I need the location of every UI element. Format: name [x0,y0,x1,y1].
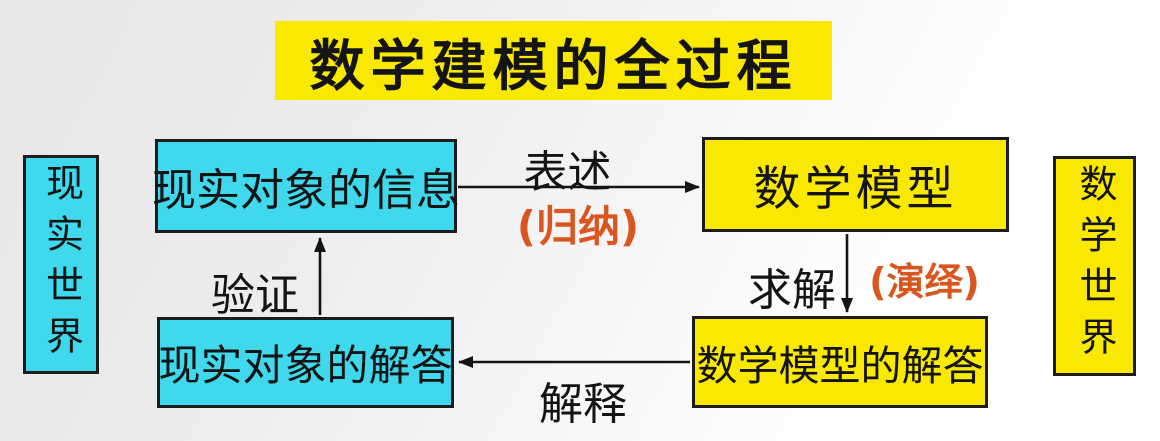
edge-sublabel-induction: (归纳) [516,202,640,251]
node-math-model-solution: 数学模型的解答 [692,316,988,408]
edge-label-represent: 表述 [523,148,612,197]
diagram-title: 数学建模的全过程 [275,21,832,100]
side-label-math-world: 数学世界 [1053,156,1136,376]
edge-label-interpret: 解释 [539,380,627,429]
edge-label-solve: 求解 [748,266,836,315]
node-real-object-info: 现实对象的信息 [152,139,460,233]
node-math-model: 数学模型 [702,137,1009,232]
edge-label-verify: 验证 [211,271,299,320]
node-real-object-solution: 现实对象的解答 [157,317,454,408]
edge-sublabel-deduction: (演绎) [869,260,980,304]
side-label-real-world: 现实世界 [23,155,99,374]
